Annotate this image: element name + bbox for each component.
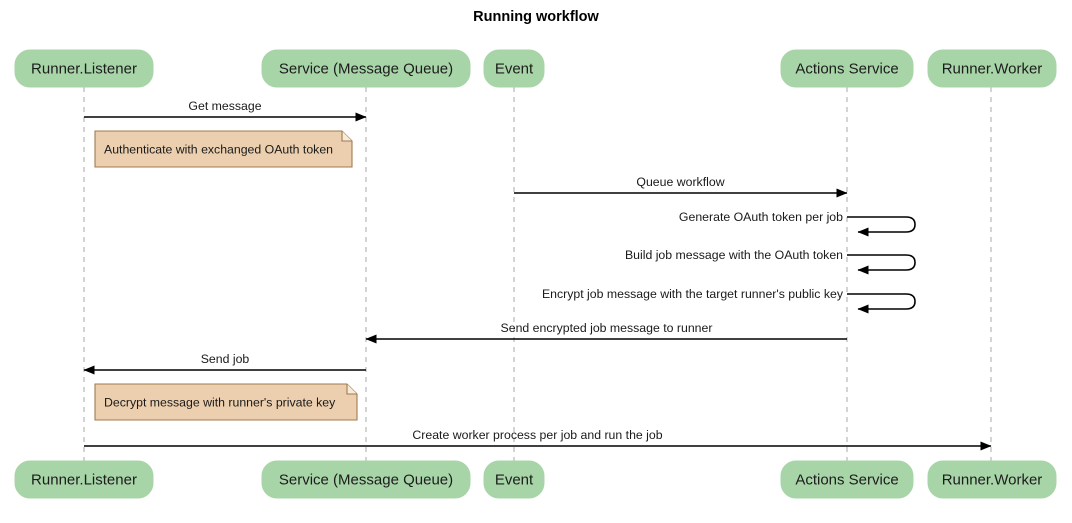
message-label: Create worker process per job and run th… <box>412 428 662 442</box>
message-send-job: Send job <box>83 352 366 375</box>
participant-label: Service (Message Queue) <box>279 60 453 77</box>
message-queue-workflow: Queue workflow <box>514 175 848 198</box>
note-fold-corner <box>346 384 357 395</box>
participant-box <box>780 460 914 499</box>
note-body <box>94 130 353 168</box>
message-label: Build job message with the OAuth token <box>625 248 843 262</box>
participant-service-message-queue-top[interactable]: Service (Message Queue) <box>261 49 471 88</box>
participant-label: Actions Service <box>795 471 898 488</box>
participants-top-group: Runner.Listener Service (Message Queue) Ev… <box>14 49 1057 88</box>
participant-label: Actions Service <box>795 60 898 77</box>
participant-actions-service-top[interactable]: Actions Service <box>780 49 914 88</box>
participant-box <box>483 460 545 499</box>
message-label: Get message <box>188 99 261 113</box>
participant-box <box>261 460 471 499</box>
note-authenticate-note: Authenticate with exchanged OAuth token <box>94 130 353 168</box>
participant-runner-worker-bottom[interactable]: Runner.Worker <box>927 460 1057 499</box>
message-label: Generate OAuth token per job <box>679 210 843 224</box>
participant-label: Runner.Worker <box>942 60 1043 77</box>
lifelines-group <box>83 87 992 461</box>
message-create-worker-process-per-job: Create worker process per job and run th… <box>84 428 992 451</box>
participant-runner-listener-top[interactable]: Runner.Listener <box>14 49 154 88</box>
note-body <box>94 383 358 421</box>
message-send-encrypted-job-message-to-runner: Send encrypted job message to runner <box>365 321 847 344</box>
note-decrypt-note: Decrypt message with runner's private ke… <box>94 383 358 421</box>
participant-box <box>483 49 545 88</box>
message-label: Encrypt job message with the target runn… <box>542 287 844 301</box>
participant-runner-listener-bottom[interactable]: Runner.Listener <box>14 460 154 499</box>
self-loop-path <box>847 254 916 275</box>
self-loop-path <box>847 293 916 314</box>
participant-label: Runner.Listener <box>31 471 137 488</box>
participant-runner-worker-top[interactable]: Runner.Worker <box>927 49 1057 88</box>
diagram-title: Running workflow <box>473 9 599 25</box>
participant-box <box>927 49 1057 88</box>
participant-event-bottom[interactable]: Event <box>483 460 545 499</box>
note-label: Decrypt message with runner's private ke… <box>104 395 336 409</box>
message-label: Send job <box>201 352 250 366</box>
message-label: Send encrypted job message to runner <box>501 321 713 335</box>
message-generate-oauth-token-per-job: Generate OAuth token per job <box>679 210 916 237</box>
participant-box <box>927 460 1057 499</box>
participant-box <box>14 460 154 499</box>
participant-label: Event <box>495 471 534 488</box>
participant-event-top[interactable]: Event <box>483 49 545 88</box>
participants-bottom-group: Runner.Listener Service (Message Queue) Ev… <box>14 460 1057 499</box>
participant-label: Runner.Worker <box>942 471 1043 488</box>
notes-group: Authenticate with exchanged OAuth tokenD… <box>94 130 358 421</box>
participant-service-message-queue-bottom[interactable]: Service (Message Queue) <box>261 460 471 499</box>
participant-box <box>780 49 914 88</box>
message-encrypt-job-message-with-public-key: Encrypt job message with the target runn… <box>542 287 916 314</box>
message-build-job-message-with-oauth-token: Build job message with the OAuth token <box>625 248 916 275</box>
note-fold-corner <box>341 131 352 142</box>
note-label: Authenticate with exchanged OAuth token <box>104 142 333 156</box>
self-loop-path <box>847 216 916 237</box>
participant-actions-service-bottom[interactable]: Actions Service <box>780 460 914 499</box>
message-get-message: Get message <box>84 99 367 122</box>
participant-label: Runner.Listener <box>31 60 137 77</box>
participant-label: Event <box>495 60 534 77</box>
participant-box <box>14 49 154 88</box>
message-label: Queue workflow <box>636 175 724 189</box>
participant-box <box>261 49 471 88</box>
participant-label: Service (Message Queue) <box>279 471 453 488</box>
